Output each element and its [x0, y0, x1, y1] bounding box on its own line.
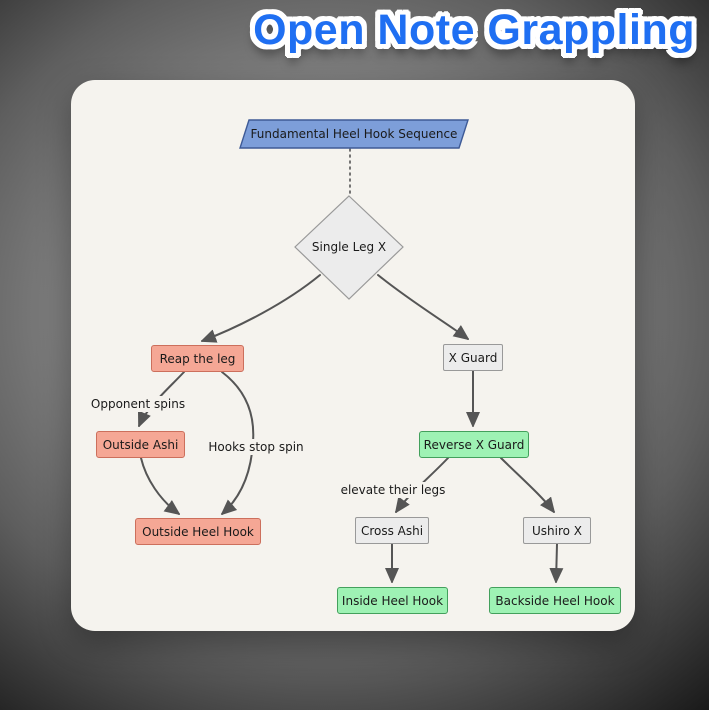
edge-outside-ashi-to-outside-heel-hook [140, 457, 179, 514]
node-label: Outside Heel Hook [142, 524, 254, 539]
edge-single-leg-x-to-reap-the-leg [202, 274, 321, 341]
node-outside-heel-hook: Outside Heel Hook [135, 518, 261, 545]
page-title: Open Note Grappling [253, 6, 695, 54]
node-fundamental-heel-hook-sequence: Fundamental Heel Hook Sequence [240, 120, 468, 148]
node-label: Outside Ashi [102, 437, 179, 452]
flowchart-canvas: Fundamental Heel Hook Sequence Single Le… [71, 80, 635, 631]
node-label: Ushiro X [531, 523, 583, 538]
node-label: Reap the leg [159, 351, 236, 366]
edges-layer [71, 119, 635, 583]
node-label: Single Leg X [311, 240, 387, 254]
node-label: Inside Heel Hook [341, 593, 444, 608]
parallelogram-shape [239, 119, 469, 149]
node-outside-ashi: Outside Ashi [96, 431, 185, 458]
node-label: Reverse X Guard [423, 437, 525, 452]
edge-ushiro-x-to-backside-heel-hook [556, 543, 557, 583]
node-label: Fundamental Heel Hook Sequence [250, 127, 458, 141]
edge-label-opponent-spins: Opponent spins [86, 396, 190, 412]
node-ushiro-x: Ushiro X [523, 517, 591, 544]
edge-reverse-x-guard-to-ushiro-x [500, 457, 554, 512]
node-label: Cross Ashi [360, 523, 424, 538]
node-cross-ashi: Cross Ashi [355, 517, 429, 544]
node-inside-heel-hook: Inside Heel Hook [337, 587, 448, 614]
diamond-shape [294, 195, 404, 300]
node-reap-the-leg: Reap the leg [151, 345, 244, 372]
edge-label-elevate-their-legs: elevate their legs [336, 482, 450, 498]
edge-single-leg-x-to-x-guard [377, 274, 468, 339]
edge-label-hooks-stop-spin: Hooks stop spin [204, 439, 308, 455]
node-single-leg-x: Single Leg X [295, 238, 403, 256]
node-backside-heel-hook: Backside Heel Hook [489, 587, 621, 614]
node-x-guard: X Guard [443, 344, 503, 371]
node-label: Backside Heel Hook [495, 593, 615, 608]
node-reverse-x-guard: Reverse X Guard [419, 431, 529, 458]
node-label: X Guard [448, 350, 498, 365]
